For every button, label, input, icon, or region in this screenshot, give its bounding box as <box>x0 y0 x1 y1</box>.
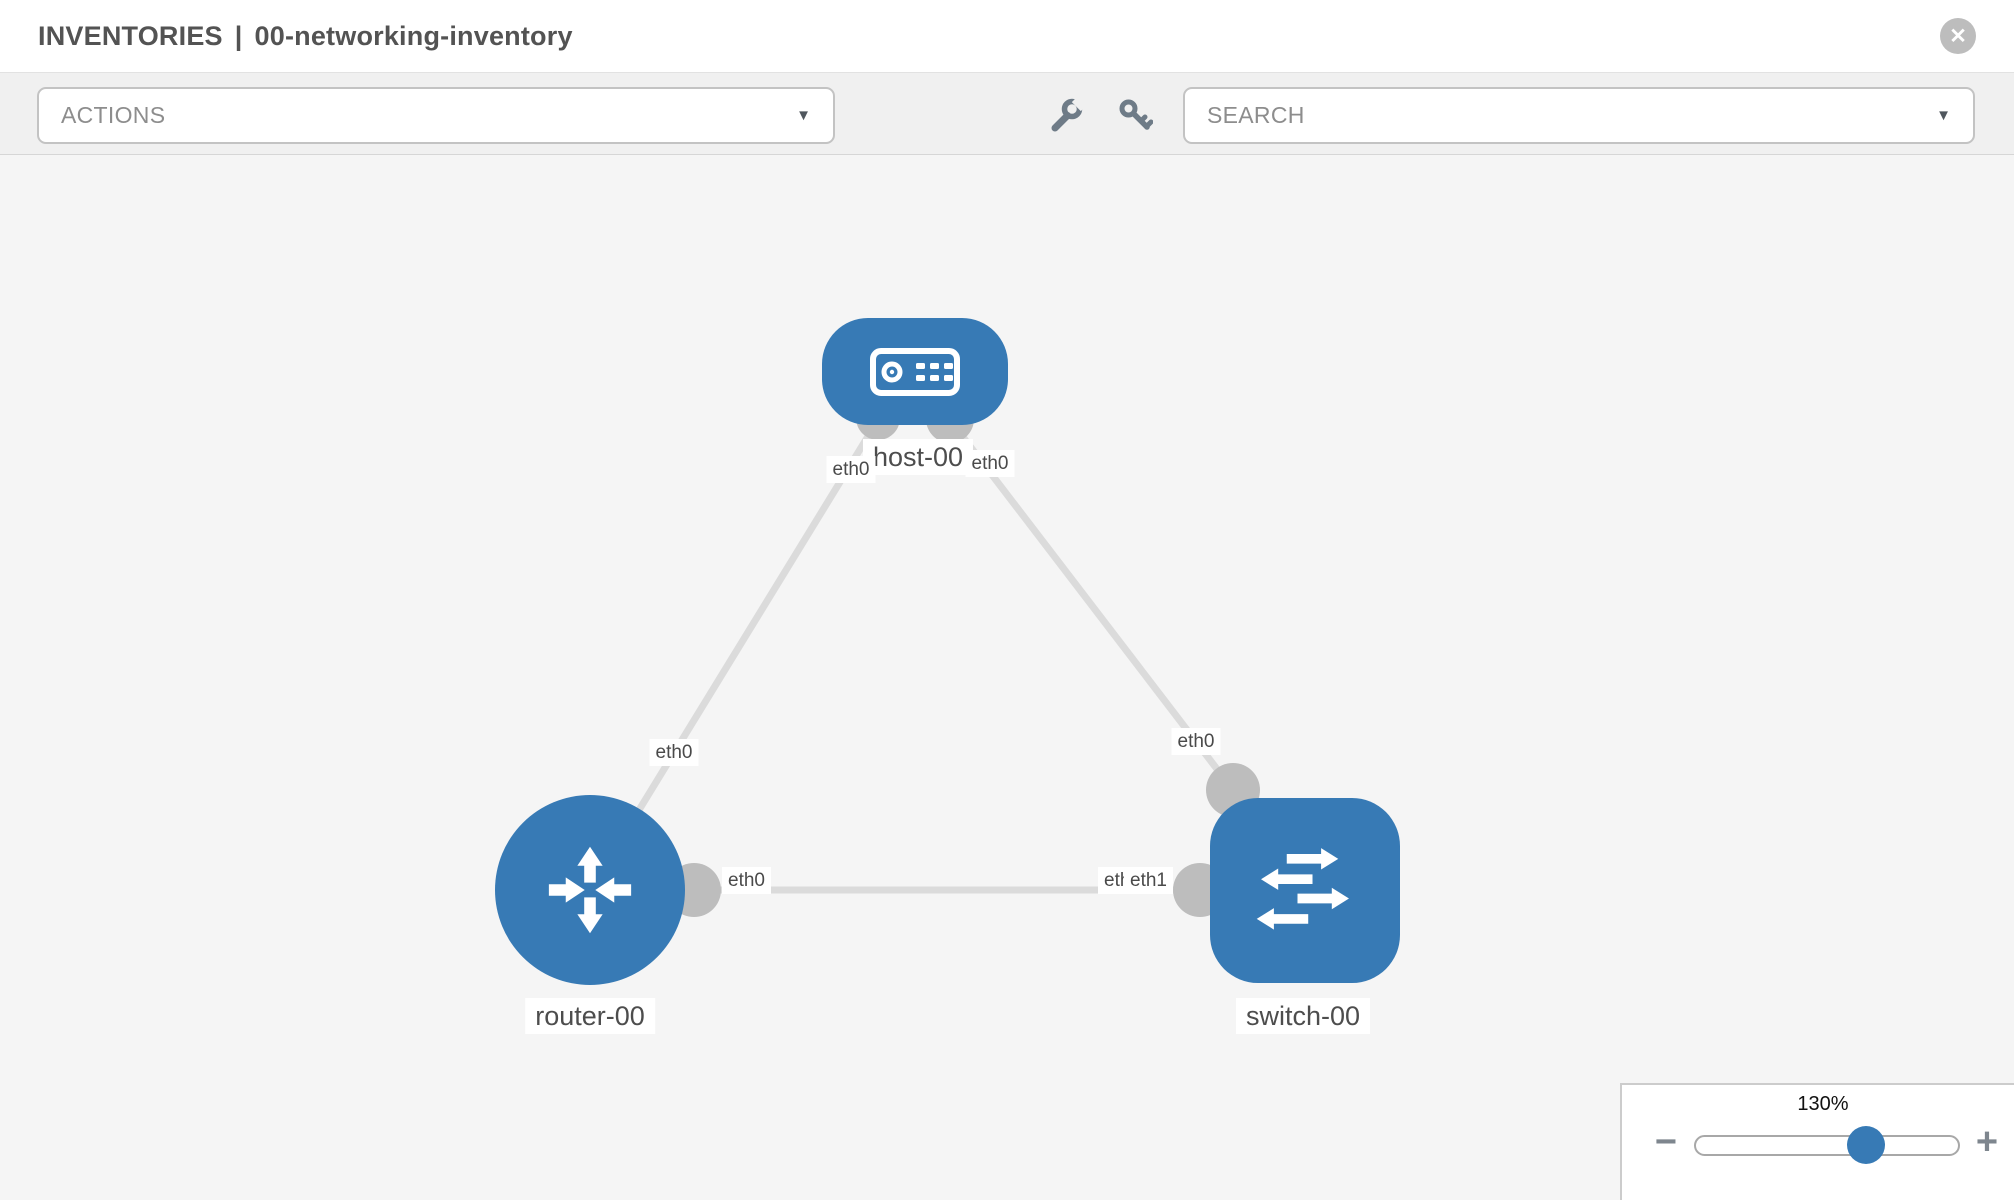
toolbar: ACTIONS ▼ SEARCH ▼ <box>0 73 2014 155</box>
wrench-icon <box>1051 95 1088 132</box>
search-placeholder: SEARCH <box>1207 102 1305 128</box>
topology-canvas[interactable]: host-00 router-00 switch-00 eth0 eth0 et… <box>0 155 2014 1200</box>
node-host[interactable] <box>822 318 1008 425</box>
close-icon: ✕ <box>1949 24 1967 48</box>
node-label-switch: switch-00 <box>1235 998 1371 1034</box>
inventory-name: 00-networking-inventory <box>254 20 573 51</box>
zoom-out-button[interactable]: − <box>1655 1123 1677 1161</box>
actions-dropdown[interactable]: ACTIONS ▼ <box>37 87 835 144</box>
plus-icon: + <box>1975 1121 1999 1163</box>
breadcrumb-separator: | <box>234 20 243 51</box>
topology-links-layer <box>587 395 1260 917</box>
host-icon <box>870 347 960 396</box>
node-switch[interactable] <box>1210 798 1400 983</box>
zoom-slider-track[interactable] <box>1694 1135 1960 1156</box>
search-dropdown[interactable]: SEARCH ▼ <box>1183 87 1975 144</box>
key-icon <box>1119 99 1154 130</box>
close-button[interactable]: ✕ <box>1940 18 1976 54</box>
page-title: INVENTORIES | 00-networking-inventory <box>38 21 573 52</box>
router-icon <box>548 846 632 934</box>
configure-button[interactable] <box>1048 95 1088 133</box>
zoom-slider-thumb[interactable] <box>1847 1126 1885 1164</box>
breadcrumb-section: INVENTORIES <box>38 20 223 51</box>
node-router[interactable] <box>495 795 685 985</box>
interface-label: eth0 <box>722 867 771 894</box>
caret-down-icon: ▼ <box>1936 107 1951 124</box>
credentials-button[interactable] <box>1117 97 1154 133</box>
interface-label: eth1 <box>1124 867 1173 894</box>
node-label-router: router-00 <box>525 998 655 1034</box>
zoom-panel: 130% − + <box>1620 1083 2014 1200</box>
interface-label: eth0 <box>826 456 876 483</box>
zoom-in-button[interactable]: + <box>1976 1123 1998 1161</box>
switch-icon <box>1256 847 1349 930</box>
zoom-level-value: 130% <box>1797 1093 1849 1115</box>
node-label-host: host-00 <box>862 439 974 475</box>
interface-label: eth0 <box>649 739 699 766</box>
minus-icon: − <box>1654 1121 1678 1163</box>
actions-dropdown-label: ACTIONS <box>61 102 166 128</box>
interface-label: eth0 <box>1171 728 1221 755</box>
title-bar: INVENTORIES | 00-networking-inventory ✕ <box>0 0 2014 73</box>
interface-label: eth0 <box>965 450 1015 477</box>
caret-down-icon: ▼ <box>796 107 811 124</box>
